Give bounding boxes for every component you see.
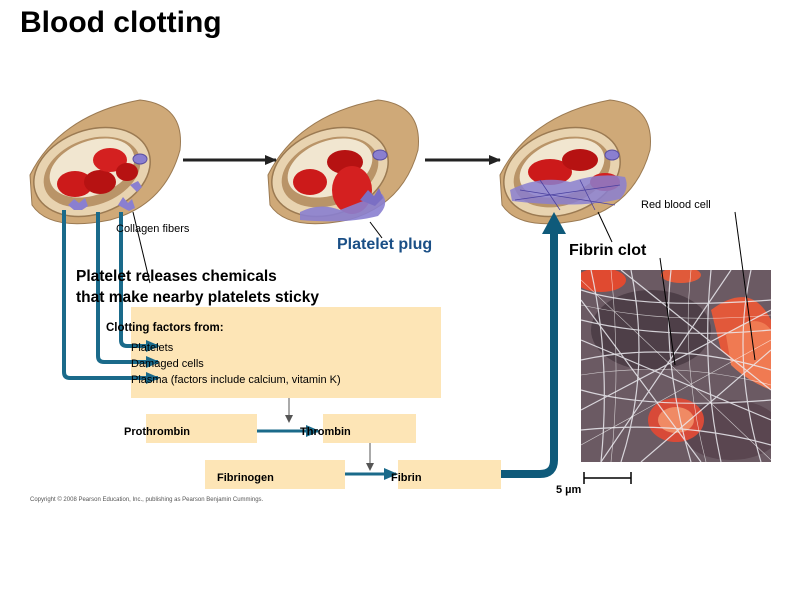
prothrombin-box [146, 414, 257, 443]
plasma-arrow [62, 210, 160, 384]
clotting-factors-header: Clotting factors from: [106, 322, 224, 334]
factor-platelets: Platelets [131, 342, 174, 354]
red-blood-cell-label: Red blood cell [641, 199, 711, 211]
collagen-fibers-label: Collagen fibers [116, 223, 190, 235]
thrombin-box [323, 414, 416, 443]
copyright-notice: Copyright © 2008 Pearson Education, Inc.… [30, 497, 264, 503]
fibrin-clot-micrograph [581, 270, 771, 462]
prothrombin-label: Prothrombin [124, 426, 190, 438]
platelet-releases-label-line1: Platelet releases chemicals [76, 268, 277, 285]
vessel-platelet-plug [267, 99, 419, 225]
page-title: Blood clotting [20, 6, 222, 39]
thrombin-label: Thrombin [300, 426, 351, 438]
vessel-injury [29, 99, 181, 225]
platelet-plug-label: Platelet plug [337, 236, 433, 253]
factor-plasma: Plasma (factors include calcium, vitamin… [131, 374, 341, 386]
fibrin-to-clot-arrow [501, 232, 558, 478]
clotting-factors-box [131, 307, 441, 398]
fibrin-clot-label: Fibrin clot [569, 242, 647, 259]
fibrinogen-box [205, 460, 345, 489]
damaged-cells-arrow [96, 212, 160, 368]
vessel-fibrin-clot [499, 99, 651, 225]
scale-bar [583, 472, 632, 484]
factor-damaged-cells: Damaged cells [131, 358, 204, 370]
scale-bar-label: 5 µm [556, 484, 582, 496]
fibrinogen-label: Fibrinogen [217, 472, 274, 484]
fibrin-box [398, 460, 501, 489]
platelets-arrow [119, 212, 160, 352]
fibrin-label: Fibrin [391, 472, 422, 484]
platelet-releases-label-line2: that make nearby platelets sticky [76, 289, 319, 306]
